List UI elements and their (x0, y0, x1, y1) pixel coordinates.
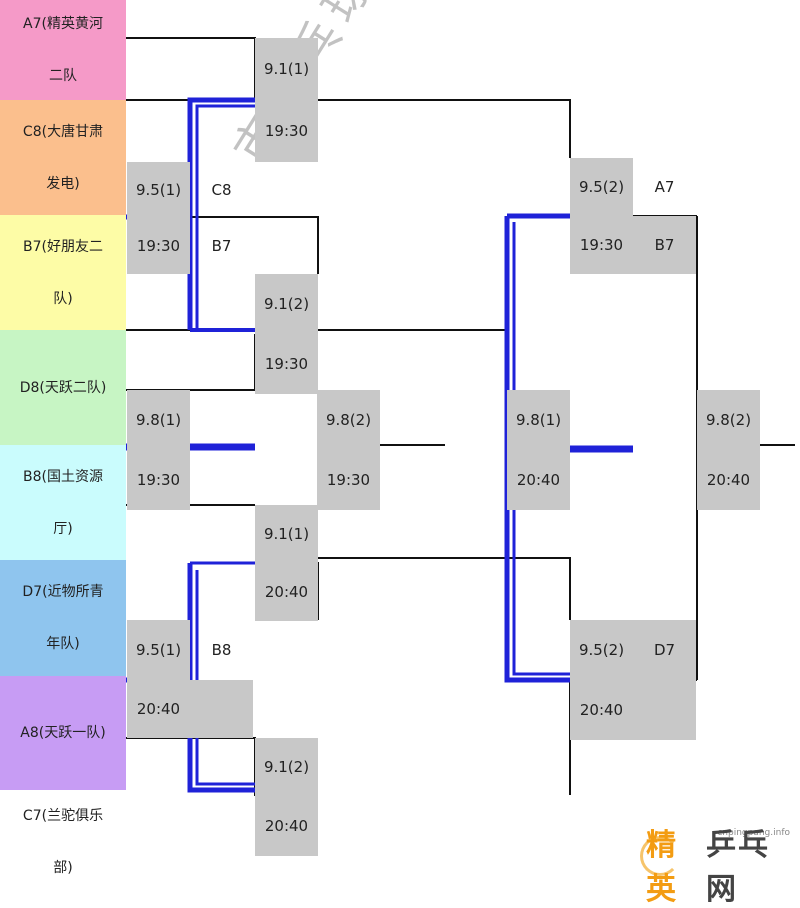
schedule-cell: 9.8(2) (697, 390, 760, 450)
team-name-line1: A8(天跃一队) (20, 725, 106, 741)
team-name-line1: D8(天跃二队) (19, 379, 107, 396)
schedule-cell: 19:30 (255, 334, 318, 394)
empty-cell (190, 680, 253, 738)
team-name: D8(天跃二队) (20, 362, 107, 414)
team-name: D7(近物所青年队) (22, 566, 103, 670)
team-name: A8(天跃一队) (20, 707, 105, 759)
schedule-cell: 20:40 (507, 450, 570, 510)
team-box: A7(精英黄河二队 (0, 0, 126, 100)
schedule-cell: 20:40 (255, 796, 318, 856)
logo-text-a: 精英 (646, 828, 678, 907)
logo-ring-icon (640, 836, 680, 876)
team-name: C7(兰驼俱乐部) (23, 790, 103, 894)
site-logo: 精英乒乓网 (646, 828, 796, 907)
schedule-cell: 9.5(1) (127, 162, 190, 217)
schedule-cell: A7 (654, 178, 675, 196)
team-name: C8(大唐甘肃发电) (23, 106, 103, 210)
schedule-cell: 9.8(2) (317, 390, 380, 450)
team-box: B7(好朋友二队) (0, 215, 126, 330)
schedule-cell: B8 (211, 641, 232, 659)
site-url: cnpingpang.info (717, 828, 790, 838)
schedule-cell: B7 (211, 236, 232, 255)
team-box: D8(天跃二队) (0, 330, 126, 445)
bracket-line (126, 37, 256, 100)
bracket-line (190, 216, 319, 274)
bracket-line (507, 679, 571, 795)
schedule-cell: 9.5(2) (570, 158, 633, 216)
schedule-cell: 19:30 (127, 217, 190, 274)
schedule-cell: 19:30 (127, 450, 190, 510)
team-name-line1: C8(大唐甘肃 (22, 123, 104, 140)
bracket-path-blue (504, 216, 570, 683)
schedule-cell: 9.8(1) (507, 390, 570, 450)
schedule-cell: 9.1(2) (255, 738, 318, 796)
bracket-path-blue (187, 563, 255, 793)
team-box: C7(兰驼俱乐部) (0, 790, 126, 893)
schedule-cell: 9.1(1) (255, 38, 318, 100)
schedule-cell: 9.5(1) (127, 620, 190, 680)
schedule-cell: 19:30 (570, 216, 633, 274)
team-box: A8(天跃一队) (0, 676, 126, 790)
team-name-line2: 发电) (46, 175, 80, 192)
team-name-line1: A7(精英黄河 (23, 16, 103, 32)
logo-text-b: 乒乓网 (706, 828, 770, 907)
team-name-line2: 年队) (46, 636, 80, 652)
team-box: B8(国土资源厅) (0, 445, 126, 560)
team-name: B8(国土资源厅) (23, 451, 103, 555)
team-name-line1: B8(国土资源 (23, 468, 103, 485)
schedule-cell: 20:40 (127, 680, 190, 738)
bracket-path-blue (512, 222, 570, 676)
schedule-cell: 20:40 (255, 563, 318, 621)
bracket-line (126, 334, 256, 391)
schedule-cell: 9.8(1) (127, 390, 190, 450)
team-name-line2: 队) (53, 290, 73, 307)
bracket-line (318, 557, 571, 620)
schedule-cell: 9.5(2) (570, 620, 633, 680)
team-name-line1: B7(好朋友二 (23, 238, 103, 255)
bracket-path-blue (195, 570, 255, 786)
bracket-line (318, 99, 571, 158)
team-name-line2: 部) (53, 859, 73, 876)
team-box: C8(大唐甘肃发电) (0, 100, 126, 215)
empty-cell (633, 680, 696, 740)
schedule-cell: B7 (633, 216, 696, 274)
schedule-cell: C8 (211, 180, 232, 199)
schedule-cell: 9.1(2) (255, 274, 318, 334)
bracket-path-blue (187, 97, 255, 330)
team-name: A7(精英黄河二队 (23, 0, 103, 102)
team-name-line2: 厅) (53, 520, 73, 537)
team-name: B7(好朋友二队) (23, 221, 103, 325)
schedule-cell: 19:30 (255, 100, 318, 162)
schedule-cell: 20:40 (570, 680, 633, 740)
schedule-cell: 19:30 (317, 450, 380, 510)
team-box: D7(近物所青年队) (0, 560, 126, 676)
bracket-path-blue (195, 104, 255, 330)
team-name-line2: 二队 (48, 68, 77, 84)
team-name-line1: D7(近物所青 (22, 584, 104, 600)
team-name-line1: C7(兰驼俱乐 (22, 807, 104, 824)
schedule-cell: D7 (633, 620, 696, 680)
schedule-cell: 20:40 (697, 450, 760, 510)
schedule-cell: 9.1(1) (255, 505, 318, 563)
